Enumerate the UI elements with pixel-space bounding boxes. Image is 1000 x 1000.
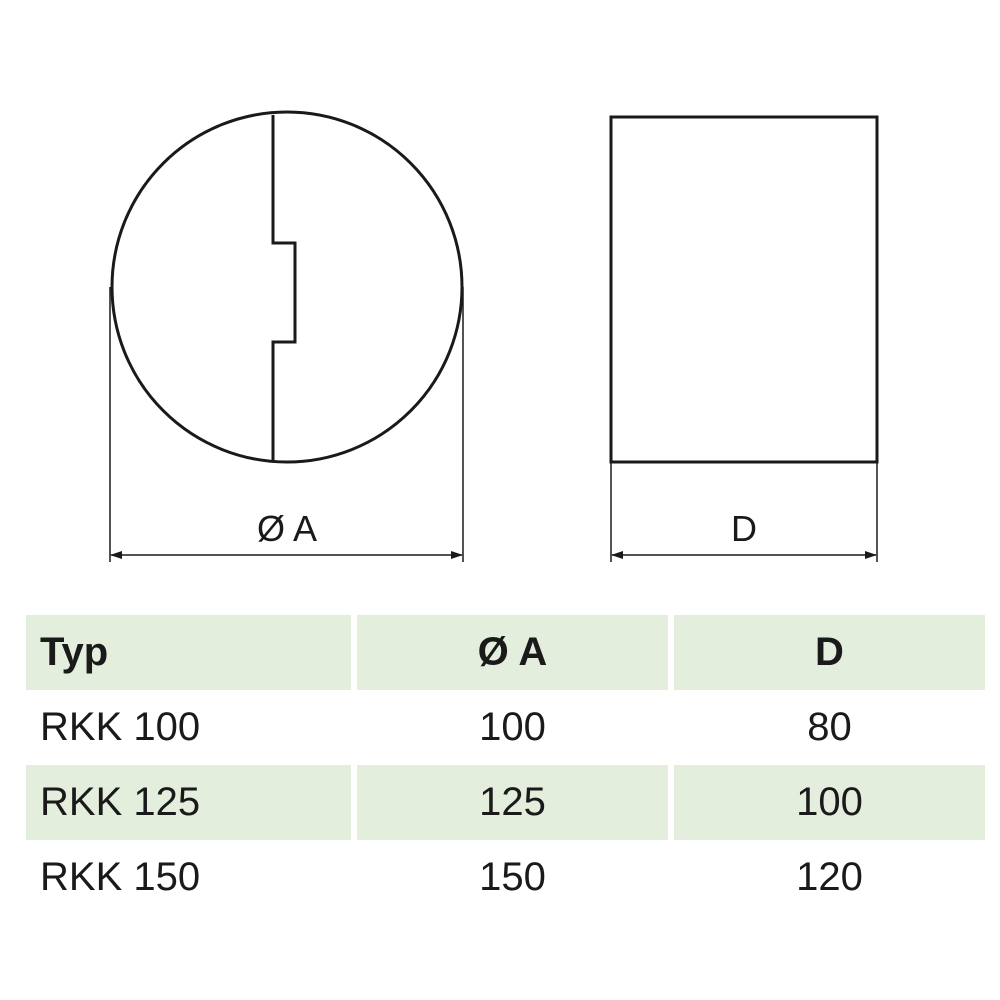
header-diameter: Ø A [357,615,668,690]
header-depth: D [674,615,985,690]
cell-depth: 100 [674,765,985,840]
side-view-rectangle [609,115,879,464]
diameter-dimension: Ø A [109,287,464,562]
cell-diameter: 125 [357,765,668,840]
table-row: RKK 125 125 100 [26,765,985,840]
cell-diameter: 150 [479,855,546,899]
cell-typ: RKK 100 [40,705,201,749]
seam-line [271,115,297,462]
technical-drawing: Ø A D [109,110,879,562]
dimensions-table: Typ Ø A D RKK 100 100 80 RKK 125 125 100… [20,615,991,915]
table-row: RKK 100 100 80 [26,690,985,765]
cell-typ: RKK 150 [40,855,201,899]
table-header-row: Typ Ø A D [26,615,985,690]
front-view-circle [110,110,464,464]
front-view [110,110,464,464]
header-typ: Typ [26,615,351,690]
table-row: RKK 150 150 120 [26,840,985,915]
depth-label: D [731,508,757,549]
cell-diameter: 100 [479,705,546,749]
side-view [609,115,879,464]
depth-dimension: D [610,462,878,562]
cell-depth: 120 [796,855,863,899]
cell-typ: RKK 125 [26,765,351,840]
diameter-label: Ø A [257,508,317,549]
cell-depth: 80 [807,705,852,749]
